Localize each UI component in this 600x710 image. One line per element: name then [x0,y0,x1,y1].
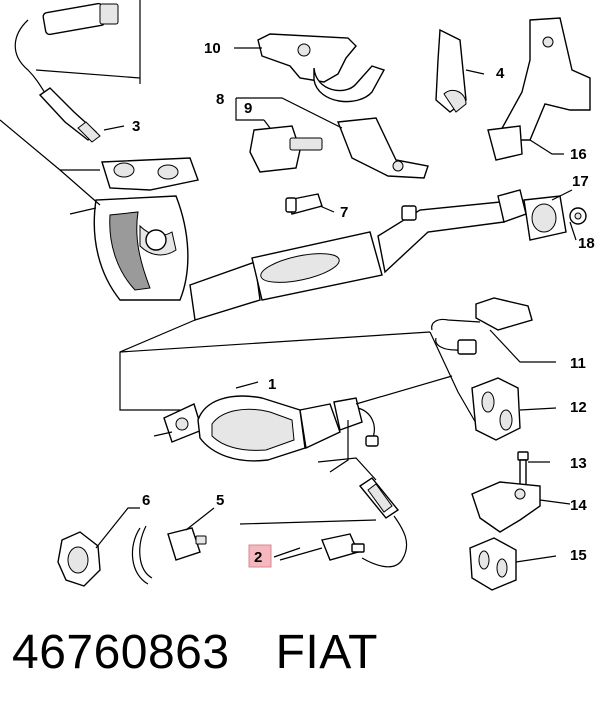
bracket-16 [487,17,591,161]
clip-5 [131,507,215,585]
brand-name: FIAT [275,625,378,679]
callout-18: 18 [578,235,595,252]
callout-7: 7 [340,204,348,221]
sensor-pipe-bracket [431,297,556,363]
callout-9: 9 [244,100,252,117]
part-footer: 46760863 FIAT [12,622,378,682]
callout-15: 15 [570,547,587,564]
exhaust-parts-diagram: 1 2 3 4 5 6 7 8 9 10 11 12 13 14 15 16 1… [0,0,595,591]
clamp-6 [57,507,140,587]
heat-shield-bracket [234,33,386,103]
callout-3: 3 [132,118,140,135]
callout-11: 11 [570,355,586,372]
callout-leaders [103,125,301,558]
callout-17: 17 [572,173,589,190]
callout-1: 1 [268,376,276,393]
flange-nut [569,207,587,241]
callout-8: 8 [216,91,224,108]
bolt-13 [517,451,550,487]
callout-4: 4 [496,65,505,82]
callout-6: 6 [142,492,150,509]
rubber-mount-12 [471,377,557,441]
screw-7 [285,193,335,215]
sensor-holder [235,97,429,179]
exhaust-pipe-assembly [119,189,527,411]
hanger-bracket-14 [471,481,571,533]
callout-5: 5 [216,492,224,509]
callout-14: 14 [570,497,587,514]
callout-10: 10 [204,40,221,57]
part-number: 46760863 [12,625,230,679]
callout-2: 2 [254,549,262,566]
rubber-mount-15 [469,537,557,591]
oxygen-sensor-lower [239,457,408,568]
callout-16: 16 [570,146,587,163]
callout-13: 13 [570,455,587,472]
part-2-highlight [248,544,272,568]
callout-12: 12 [570,399,587,416]
catalytic-converter [153,331,481,473]
oxygen-sensor-upper [14,0,141,143]
exhaust-manifold [0,119,199,301]
bracket-4 [435,28,485,113]
flange-gasket [523,189,573,241]
